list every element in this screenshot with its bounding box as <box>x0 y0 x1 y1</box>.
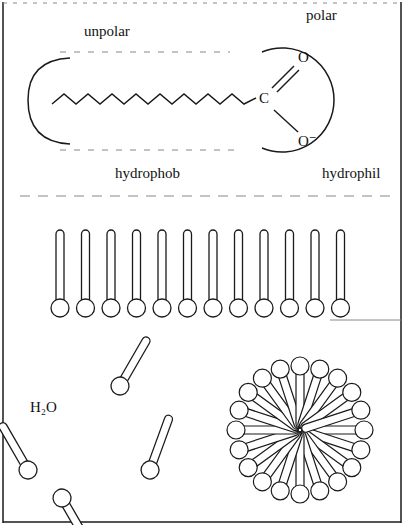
divider-line <box>20 196 395 197</box>
amphiphile-molecule <box>153 230 171 317</box>
region-label: unpolar <box>84 24 130 39</box>
amphiphile-molecule <box>0 419 40 483</box>
property-label: hydrophob <box>115 166 180 181</box>
amphiphile-molecule <box>306 230 324 317</box>
divider-line <box>3 3 401 4</box>
amphiphile-molecule <box>128 230 146 317</box>
atom-label: O⁻ <box>298 134 317 149</box>
solvent-label: H₂O <box>30 400 57 415</box>
bond <box>277 70 299 92</box>
bond <box>274 110 298 132</box>
region-label: polar <box>306 8 337 23</box>
amphiphile-molecule <box>50 486 95 525</box>
divider-line <box>330 320 401 321</box>
hydrocarbon-chain <box>52 94 256 104</box>
polar-group-circle <box>262 48 334 152</box>
bond <box>272 66 294 88</box>
atom-label: O <box>298 50 309 65</box>
amphiphile-molecule <box>102 230 120 317</box>
bracket <box>28 58 70 144</box>
amphiphile-molecule <box>204 230 222 317</box>
divider-line <box>60 52 230 53</box>
divider-line <box>60 150 240 151</box>
frame-line <box>2 2 4 523</box>
amphiphile-molecule <box>230 230 248 317</box>
amphiphile-molecule <box>138 412 178 481</box>
frame-line <box>400 2 402 523</box>
amphiphile-molecule <box>179 230 197 317</box>
amphiphile-molecule <box>77 230 95 317</box>
amphiphile-molecule <box>281 230 299 317</box>
frame-line <box>3 521 401 523</box>
amphiphile-molecule <box>51 230 69 317</box>
amphiphile-molecule <box>255 230 273 317</box>
atom-label: C <box>259 91 269 106</box>
amphiphile-molecule <box>108 333 156 398</box>
property-label: hydrophil <box>322 166 380 181</box>
amphiphile-molecule <box>332 230 350 317</box>
micelle <box>227 357 373 503</box>
